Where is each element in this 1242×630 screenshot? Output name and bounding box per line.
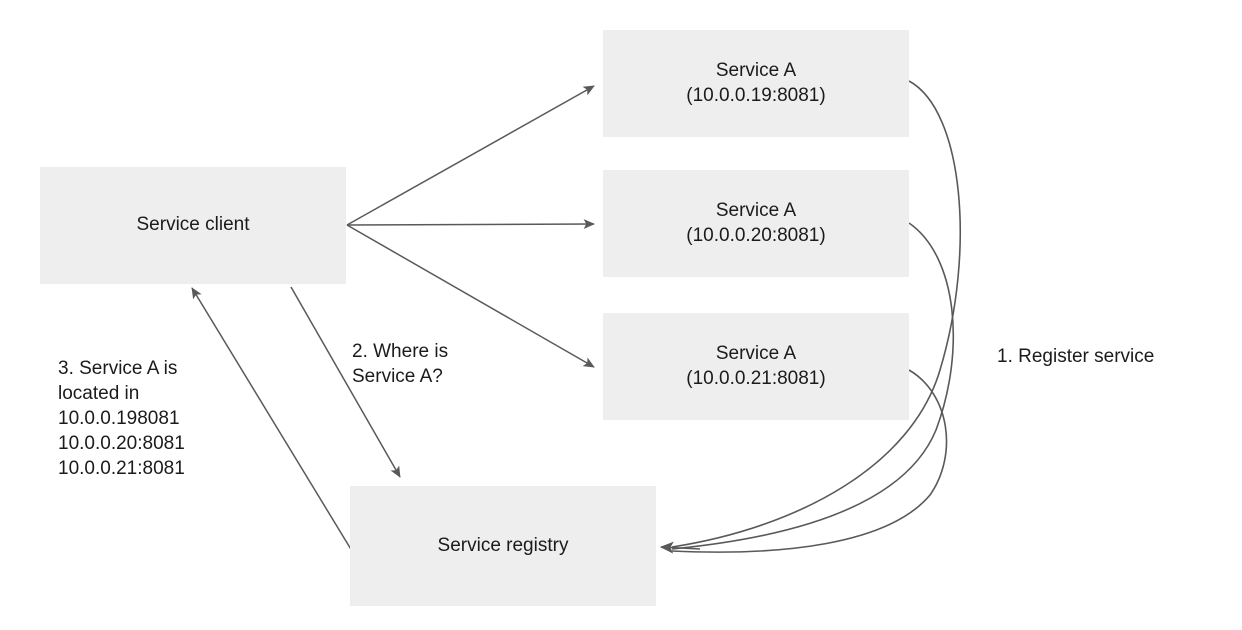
node-service-a-2-name: Service A: [715, 199, 797, 221]
node-service-a-1-address: (10.0.0.19:8081): [686, 84, 826, 106]
node-service-registry-label: Service registry: [437, 534, 569, 556]
node-service-a-instance-3[interactable]: Service A (10.0.0.21:8081): [603, 313, 909, 420]
node-service-client[interactable]: Service client: [40, 167, 346, 284]
edge-client-to-service-a-2: [346, 219, 595, 229]
node-service-a-instance-2[interactable]: Service A (10.0.0.20:8081): [603, 170, 909, 277]
node-service-client-label: Service client: [136, 214, 250, 236]
edge-client-to-service-a-1: [346, 85, 595, 226]
node-service-a-3-address: (10.0.0.21:8081): [686, 367, 826, 389]
label-step-3-service-a-located-in: 3. Service A is located in 10.0.0.198081…: [58, 358, 185, 480]
label-step-2-where-is-service-a: 2. Where is Service A?: [352, 341, 449, 388]
node-service-registry[interactable]: Service registry: [350, 486, 656, 606]
node-service-a-instance-1[interactable]: Service A (10.0.0.19:8081): [603, 30, 909, 137]
node-service-a-3-name: Service A: [715, 342, 797, 364]
node-service-a-1-name: Service A: [715, 59, 797, 81]
edge-registry-to-client-response: [191, 287, 353, 552]
node-service-a-2-address: (10.0.0.20:8081): [686, 224, 826, 246]
edge-register-arrowhead: [659, 541, 701, 554]
label-step-1-register-service: 1. Register service: [997, 346, 1155, 367]
